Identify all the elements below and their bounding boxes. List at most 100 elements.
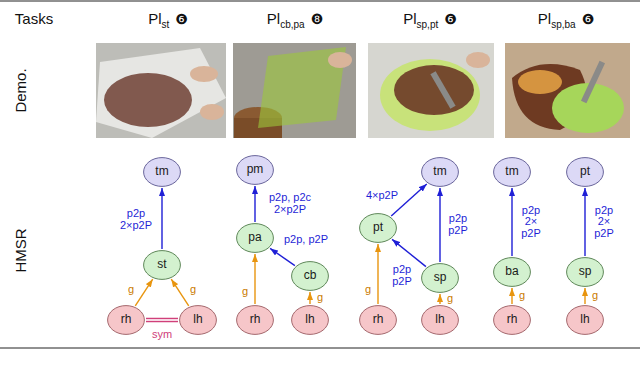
relation-arrow — [392, 239, 426, 266]
relation-arrow — [511, 188, 512, 256]
relation-arrow — [171, 279, 188, 306]
edge-label: g — [190, 284, 196, 296]
state-circle: rh — [107, 305, 145, 335]
demo-photo-3 — [368, 43, 494, 138]
relation-arrow — [309, 292, 310, 304]
node-ellipse — [144, 251, 181, 280]
node-label: ba — [505, 265, 518, 278]
edge-label: g — [317, 292, 323, 304]
header-text: Tasks — [15, 10, 53, 27]
photo-hand — [200, 104, 224, 120]
edge-label: g — [519, 290, 525, 302]
node-label: sp — [579, 265, 592, 278]
edge-label: 4×p2P — [366, 190, 398, 202]
node-label: lh — [435, 313, 444, 326]
relation-arrow — [584, 288, 585, 304]
header-text: Pl — [267, 10, 280, 27]
state-circle: lh — [179, 305, 217, 335]
node-ellipse — [494, 258, 531, 287]
callout-number: ❻ — [582, 11, 595, 27]
header-subscript: sp,ba — [551, 19, 575, 30]
node-ellipse — [422, 306, 459, 335]
state-circle: st — [143, 250, 181, 280]
state-circle: pt — [566, 157, 604, 187]
state-circle: lh — [291, 305, 329, 335]
node-ellipse — [567, 158, 604, 187]
state-circle: rh — [359, 305, 397, 335]
photo-utensil — [581, 61, 605, 103]
photo-hand — [328, 52, 352, 68]
node-label: rh — [250, 313, 261, 326]
node-ellipse — [237, 156, 274, 185]
column-header: Tasks — [15, 10, 53, 27]
state-circle: pm — [236, 155, 274, 185]
state-circle: lh — [421, 305, 459, 335]
relation-arrow — [161, 188, 162, 249]
photo-ground — [233, 43, 356, 138]
state-circle: tm — [493, 157, 531, 187]
node-ellipse — [292, 306, 329, 335]
relation-arrow — [270, 248, 295, 265]
state-circle: pt — [359, 213, 397, 243]
column-header: Plcb,pa ❽ — [267, 10, 323, 27]
state-circle: sp — [421, 263, 459, 293]
edge-label: sym — [152, 329, 172, 341]
node-ellipse — [360, 214, 397, 243]
row-label: Demo. — [12, 68, 29, 112]
top-rule — [0, 1, 640, 2]
photo-hand — [466, 52, 490, 68]
column-header: Plst❻ — [148, 10, 188, 27]
header-subscript: st — [162, 19, 170, 30]
node-ellipse — [292, 262, 329, 291]
photo-ground — [368, 43, 494, 138]
node-ellipse — [237, 224, 274, 253]
header-subscript: cb,pa — [280, 19, 304, 30]
relation-arrow — [584, 188, 585, 256]
node-label: pm — [247, 163, 264, 176]
node-ellipse — [237, 306, 274, 335]
edge-label: p2p p2P — [389, 264, 415, 287]
node-label: lh — [305, 313, 314, 326]
state-circle: rh — [236, 305, 274, 335]
edge-label: p2p 2× p2P — [518, 205, 544, 240]
edge-label: g — [242, 286, 248, 298]
photo-ground — [505, 43, 630, 138]
relation-arrow — [254, 186, 255, 222]
node-ellipse — [144, 158, 181, 187]
edge-label: p2p, p2P — [284, 234, 328, 246]
node-ellipse — [567, 258, 604, 287]
node-label: sp — [434, 271, 447, 284]
node-label: pt — [373, 221, 383, 234]
photo-utensil — [430, 71, 455, 109]
bottom-rule — [0, 348, 640, 349]
callout-number: ❻ — [444, 11, 457, 27]
column-header: Plsp,pt❻ — [403, 10, 457, 27]
photo-object — [104, 73, 192, 127]
demo-photo-2 — [233, 43, 356, 138]
relation-arrow — [254, 254, 255, 304]
demo-photo-4 — [505, 43, 630, 138]
node-ellipse — [422, 158, 459, 187]
node-label: lh — [193, 313, 202, 326]
state-circle: ba — [493, 257, 531, 287]
photo-mat — [394, 65, 474, 115]
node-label: tm — [155, 165, 168, 178]
node-label: st — [157, 258, 166, 271]
edge-label: g — [592, 290, 598, 302]
node-ellipse — [180, 306, 217, 335]
header-text: Pl — [403, 10, 416, 27]
edge-label: p2p 2× p2P — [591, 205, 617, 240]
relation-arrow — [511, 288, 512, 304]
relation-arrow — [135, 279, 152, 306]
callout-number: ❽ — [311, 11, 324, 27]
photo-bowl — [518, 70, 562, 94]
node-ellipse — [108, 306, 145, 335]
state-circle: cb — [291, 261, 329, 291]
row-label: HMSR — [12, 228, 29, 272]
node-label: cb — [304, 269, 317, 282]
edge-label: g — [447, 293, 453, 305]
photo-hand — [190, 66, 218, 82]
node-ellipse — [494, 306, 531, 335]
node-label: rh — [373, 313, 384, 326]
